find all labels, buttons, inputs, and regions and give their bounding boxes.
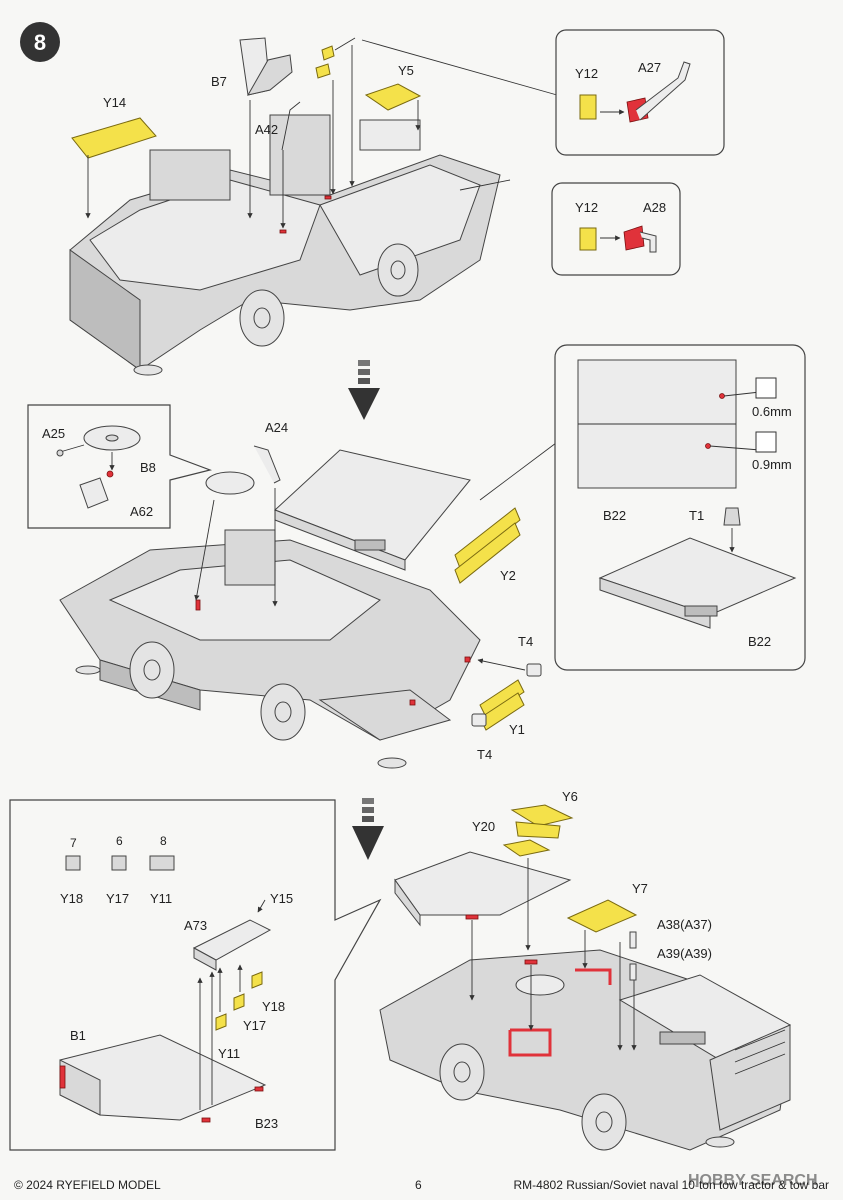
part-Y2: Y2 [454, 507, 521, 584]
callout-B22: 0.6mm 0.9mm B22 T1 B22 [479, 344, 806, 671]
label-Y17-b: Y17 [243, 1018, 266, 1033]
watermark: HOBBY SEARCH [688, 1172, 818, 1189]
label-T4-b: T4 [477, 747, 492, 762]
callout-Y12-A27: Y12 A27 [361, 29, 725, 156]
label-Y17: Y17 [106, 891, 129, 906]
label-B22-b: B22 [748, 634, 771, 649]
label-Y12-a: Y12 [575, 66, 598, 81]
label-A73: A73 [184, 918, 207, 933]
label-Y18-num: 7 [70, 836, 77, 850]
chassis-top-assembly [69, 114, 511, 376]
label-Y6: Y6 [562, 789, 578, 804]
part-Y14: Y14 [71, 95, 157, 219]
step-number: 8 [34, 30, 46, 55]
part-A38-A39: A38(A37) A39(A39) [629, 917, 712, 981]
step-badge: 8 [20, 22, 60, 62]
part-A42: A42 [255, 101, 301, 229]
label-drill-2: 0.9mm [752, 457, 792, 472]
label-B23: B23 [255, 1116, 278, 1131]
label-Y17-num: 6 [116, 834, 123, 848]
label-Y7: Y7 [632, 881, 648, 896]
footer-page-number: 6 [415, 1178, 422, 1192]
label-Y14: Y14 [103, 95, 126, 110]
label-A25: A25 [42, 426, 65, 441]
step-down-arrow-1 [348, 360, 380, 420]
part-A24: A24 [253, 420, 288, 607]
label-Y15: Y15 [270, 891, 293, 906]
label-Y20: Y20 [472, 819, 495, 834]
chassis-middle-assembly [59, 449, 481, 769]
footer-copyright: © 2024 RYEFIELD MODEL [14, 1178, 161, 1192]
part-Y6-Y20: Y6 Y20 [472, 789, 578, 951]
label-Y18: Y18 [60, 891, 83, 906]
chassis-final-assembly [379, 851, 792, 1151]
footer-title: RM-4802 Russian/Soviet naval 10-ton tow … [513, 1178, 829, 1192]
label-drill-1: 0.6mm [752, 404, 792, 419]
label-B8: B8 [140, 460, 156, 475]
callout-Y12-A28: Y12 A28 [551, 182, 681, 276]
label-Y5: Y5 [398, 63, 414, 78]
label-T4-a: T4 [518, 634, 533, 649]
part-Y7: Y7 [566, 881, 648, 969]
label-Y18-b: Y18 [262, 999, 285, 1014]
callout-cab-panel: 7 6 8 Y18 Y17 Y11 A73 Y15 Y18 Y17 Y11 B1… [9, 799, 382, 1151]
part-T4-Y1: T4 Y1 T4 [471, 634, 542, 762]
callout-steering-wheel: A25 B8 A62 [27, 404, 213, 529]
label-B22-a: B22 [603, 508, 626, 523]
label-A28: A28 [643, 200, 666, 215]
label-Y11: Y11 [150, 891, 172, 906]
label-A27: A27 [638, 60, 661, 75]
label-A42: A42 [255, 122, 278, 137]
part-B7-seat: B7 [211, 37, 293, 219]
label-Y2: Y2 [500, 568, 516, 583]
label-Y11-num: 8 [160, 834, 167, 848]
watermark-text: HOBBY SEARCH [688, 1172, 818, 1189]
label-A39: A39(A39) [657, 946, 712, 961]
label-B7: B7 [211, 74, 227, 89]
label-A38: A38(A37) [657, 917, 712, 932]
step-down-arrow-2 [352, 798, 384, 860]
label-A62: A62 [130, 504, 153, 519]
label-T1: T1 [689, 508, 704, 523]
part-small-pe [315, 37, 356, 195]
label-Y11-b: Y11 [218, 1046, 240, 1061]
part-Y5: Y5 [364, 63, 422, 131]
label-Y1: Y1 [509, 722, 525, 737]
label-A24: A24 [265, 420, 288, 435]
label-Y12-b: Y12 [575, 200, 598, 215]
label-B1: B1 [70, 1028, 86, 1043]
